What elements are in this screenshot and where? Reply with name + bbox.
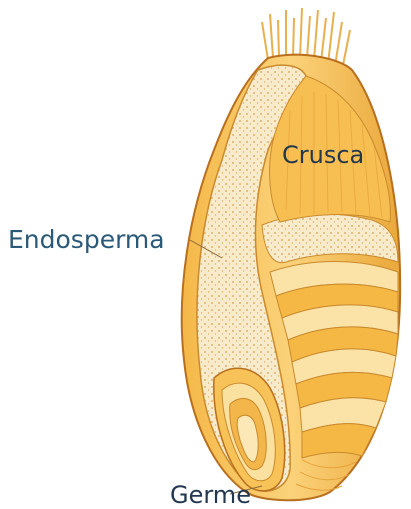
label-germe: Germe (170, 483, 251, 507)
label-endosperma: Endosperma (8, 227, 165, 252)
label-crusca: Crusca (282, 143, 364, 167)
